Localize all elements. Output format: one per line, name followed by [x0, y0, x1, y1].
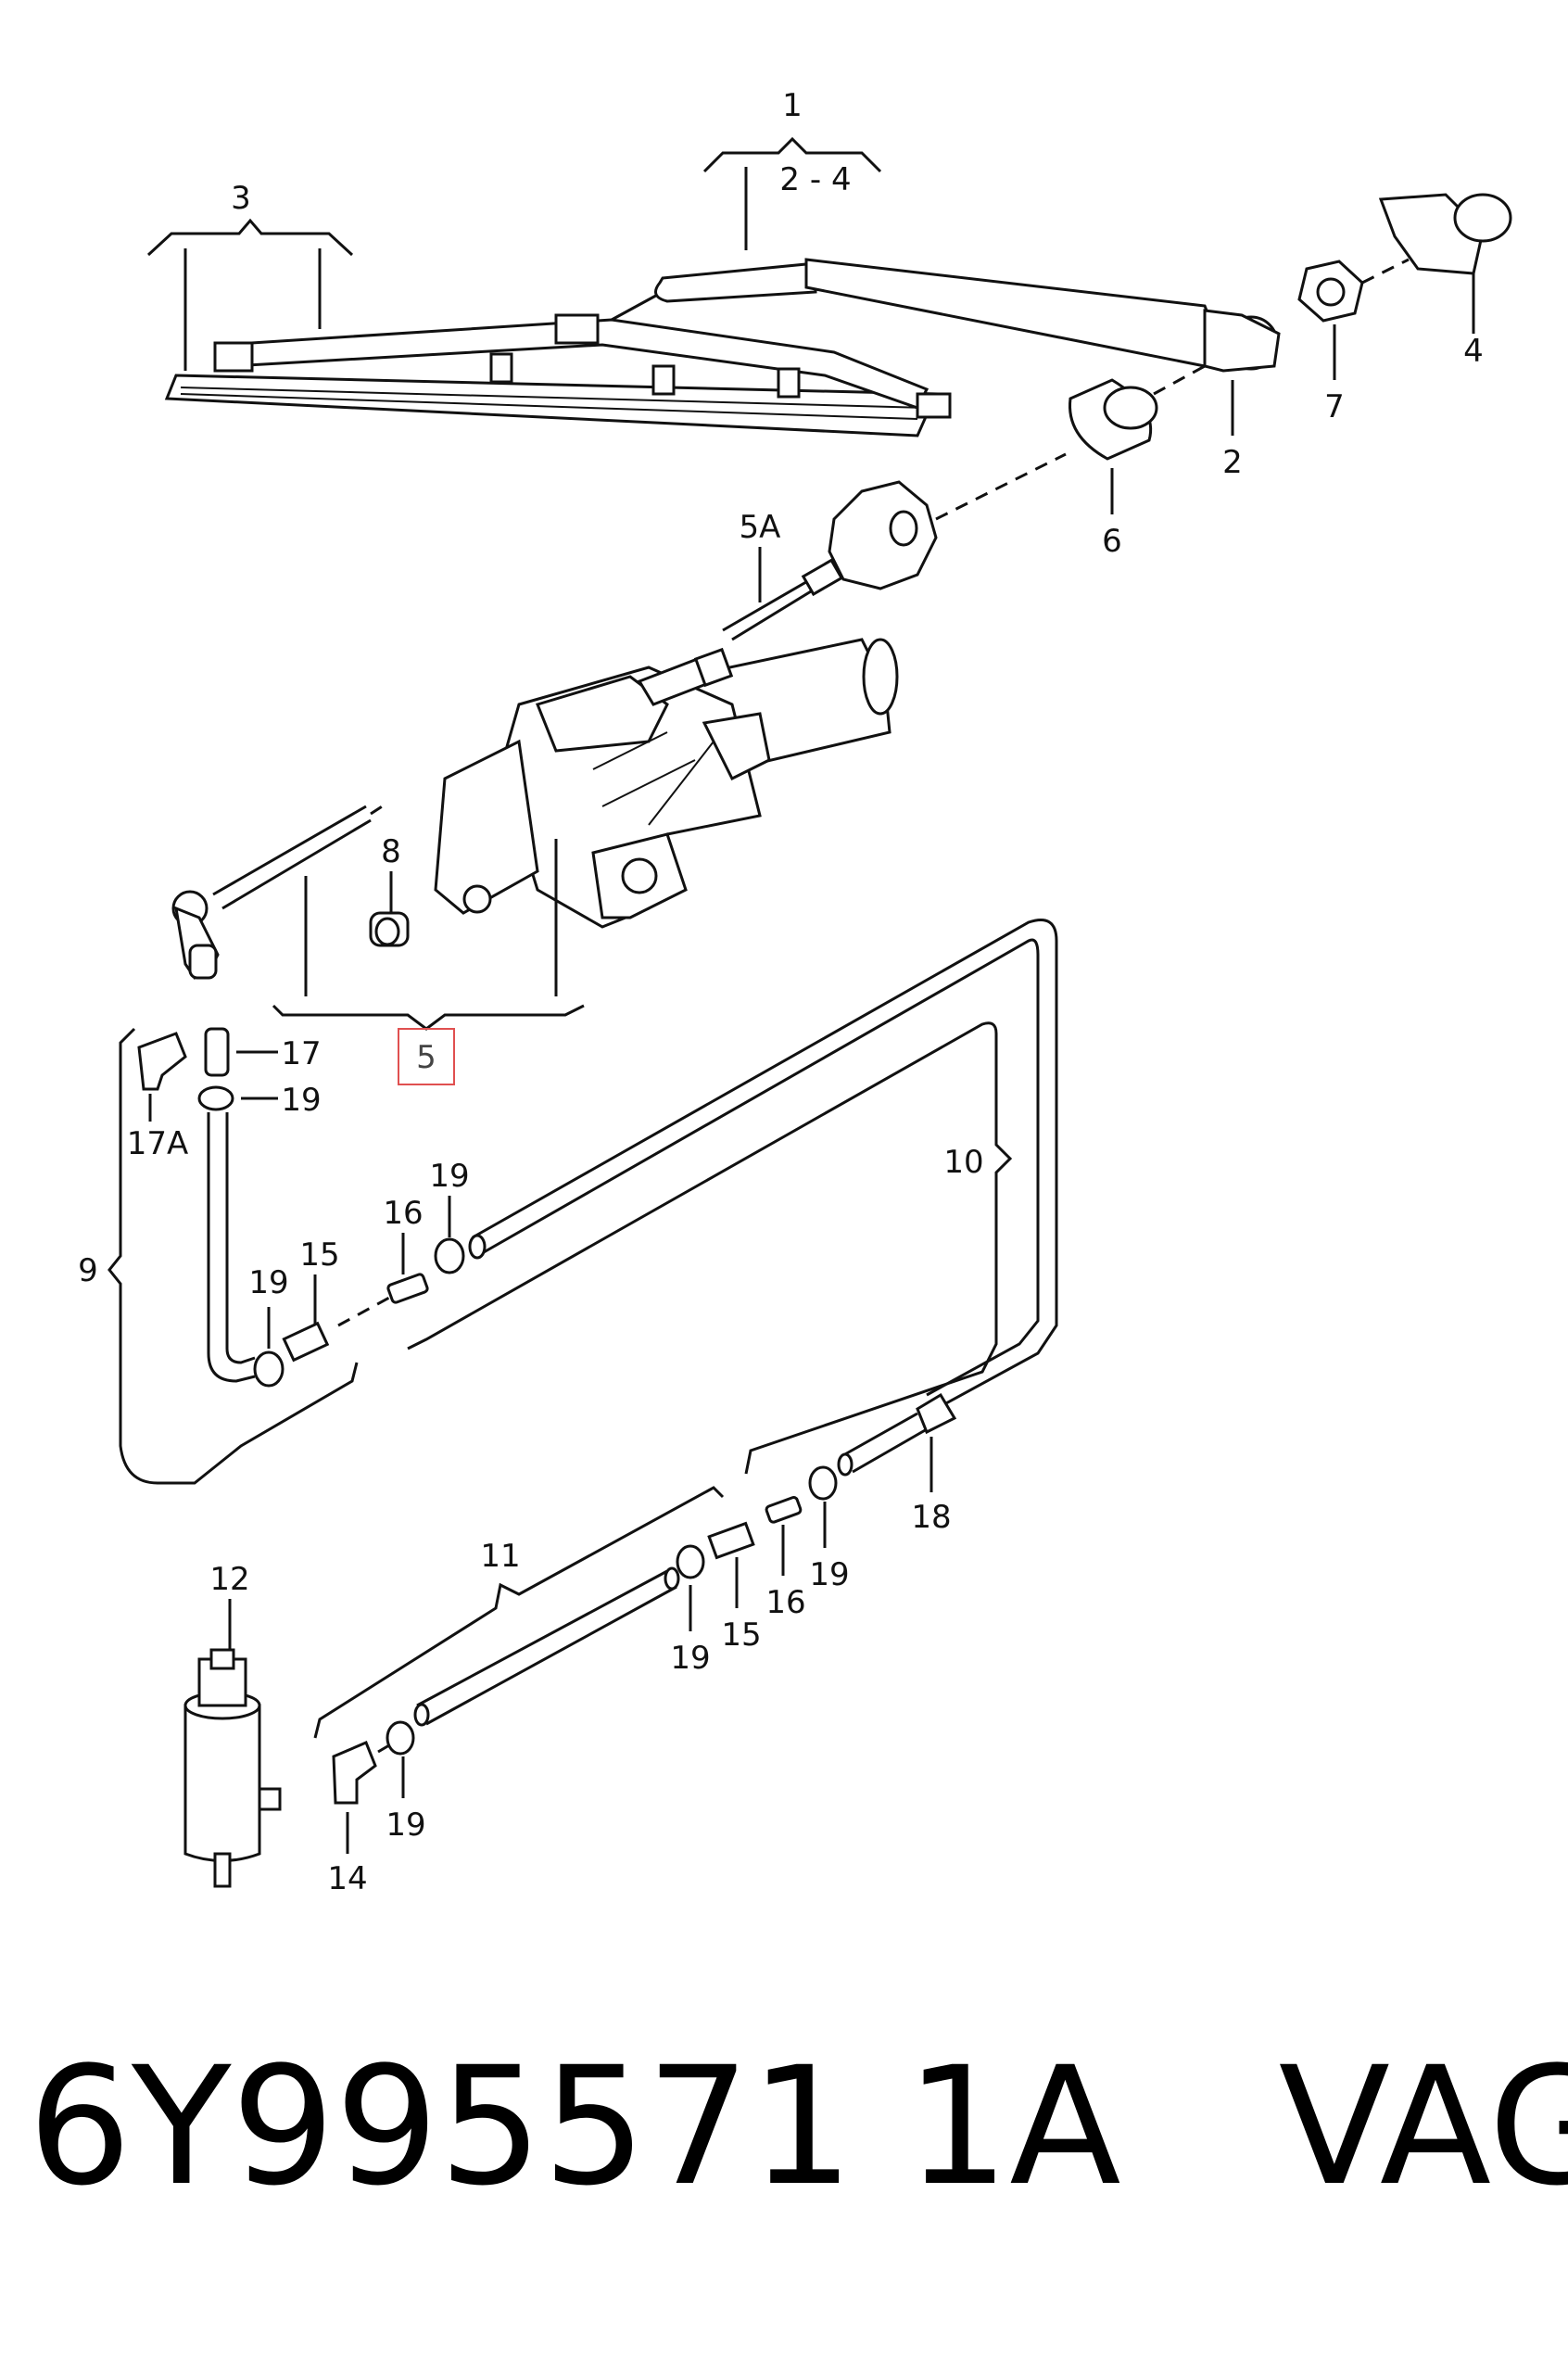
hose-10: [468, 919, 1058, 1411]
clamp-19-a: 19: [197, 1082, 322, 1119]
label-18: 18: [911, 1499, 951, 1536]
label-15-b: 15: [721, 1617, 761, 1654]
label-8: 8: [381, 833, 401, 870]
label-19-e: 19: [670, 1640, 710, 1677]
elbow-17A: 17A: [127, 1032, 189, 1162]
connector-15-a: 15: [282, 1236, 340, 1363]
label-16-a: 16: [383, 1195, 423, 1232]
nozzle-rod: [171, 800, 390, 980]
hose-9-bracket: 9: [78, 1027, 359, 1485]
label-9: 9: [78, 1252, 98, 1289]
wiper-motor: [434, 638, 899, 929]
label-15-a: 15: [299, 1236, 339, 1274]
nut-8: 8: [369, 833, 410, 947]
check-valve-16-a: 16: [383, 1195, 429, 1304]
label-3: 3: [231, 180, 251, 217]
brand-name: VAG: [1278, 2032, 1568, 2222]
callout-2: 2: [1222, 380, 1243, 481]
clamp-19-e: 19: [670, 1544, 711, 1677]
label-17A: 17A: [127, 1125, 189, 1162]
bracket-1: 1 2 - 4: [702, 87, 882, 250]
bushing-6: 6: [1069, 364, 1206, 560]
label-2: 2: [1222, 444, 1243, 481]
clamp-19-d: 19: [808, 1465, 850, 1593]
clamp-19-b: 19: [248, 1264, 289, 1388]
wiper-arm: [611, 258, 1281, 373]
clamp-19-f: 19: [386, 1720, 426, 1844]
label-1: 1: [782, 87, 803, 124]
label-6: 6: [1102, 523, 1122, 560]
label-1-range: 2 - 4: [779, 161, 851, 198]
label-14: 14: [327, 1860, 367, 1897]
hose-11-bracket: 11: [313, 1486, 725, 1739]
elbow-14: 14: [327, 1741, 395, 1897]
check-valve-16-b: 16: [765, 1496, 806, 1621]
label-19-c: 19: [429, 1158, 469, 1195]
wiper-blade: [164, 313, 952, 437]
label-16-b: 16: [765, 1584, 805, 1621]
label-19-d: 19: [809, 1556, 849, 1593]
clamp-19-c: 19: [429, 1158, 470, 1274]
part-number: 6Y995571 1A: [28, 2032, 1121, 2222]
label-19-f: 19: [386, 1807, 425, 1844]
rod-5A: 5A: [722, 509, 844, 641]
label-7: 7: [1324, 388, 1345, 425]
label-4: 4: [1463, 333, 1484, 370]
label-10: 10: [943, 1144, 983, 1181]
label-5A: 5A: [740, 509, 781, 546]
label-5: 5: [416, 1039, 436, 1076]
hose-9: [207, 1112, 256, 1383]
label-19-b: 19: [248, 1264, 288, 1301]
connector-17: 17: [204, 1027, 322, 1077]
washer-pump-12: 12: [183, 1561, 282, 1888]
bracket-3: 3: [146, 180, 354, 371]
hose-10-bracket: 10: [407, 1021, 1013, 1475]
cap-4: 4: [1378, 193, 1512, 370]
connector-18: 18: [837, 1392, 957, 1536]
hose-11: [413, 1566, 680, 1727]
label-17: 17: [281, 1035, 321, 1072]
label-12: 12: [209, 1561, 249, 1598]
label-19-a: 19: [281, 1082, 321, 1119]
connector-15-b: 15: [707, 1521, 762, 1654]
part-caption: 6Y995571 1A VAG: [28, 2016, 1568, 2238]
highlight-box-5: [398, 1028, 455, 1085]
label-11: 11: [480, 1538, 520, 1575]
nut-7: 7: [1297, 258, 1410, 425]
seal-washer: [828, 452, 1067, 590]
